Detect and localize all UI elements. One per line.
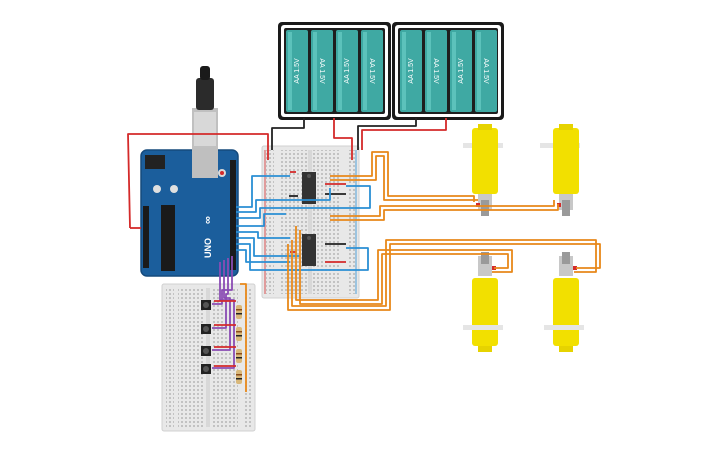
wire-black-battery-2 xyxy=(357,118,417,150)
battery-cell-label: AA 1.5V xyxy=(294,58,301,84)
wire-orange-motor-2b xyxy=(330,204,559,221)
wire-blue-2 xyxy=(236,188,331,213)
h-bridge-chip-1 xyxy=(302,172,316,204)
wire-blue-6 xyxy=(236,237,300,257)
battery-cell-highlight xyxy=(452,32,456,110)
wire-red-battery-1 xyxy=(333,118,353,160)
resistor-4 xyxy=(236,370,242,384)
battery-cell-highlight xyxy=(338,32,342,110)
dc-motor-3 xyxy=(463,252,503,352)
wire-blue-4 xyxy=(236,213,286,227)
battery-cell-highlight xyxy=(288,32,292,110)
wire-purple-4 xyxy=(212,262,235,369)
battery-pack-1: AA 1.5V AA 1.5V AA 1.5V AA 1.5V xyxy=(278,22,391,120)
wire-blue-5 xyxy=(236,231,290,239)
wire-orange-motor-1b xyxy=(330,155,478,201)
pushbutton-3 xyxy=(201,346,211,356)
resistor-3 xyxy=(236,349,242,363)
wires xyxy=(127,118,601,392)
arduino-logo: ∞ xyxy=(202,216,214,224)
battery-cell-highlight xyxy=(402,32,406,110)
battery-cell-label: AA 1.5V xyxy=(432,58,439,84)
wire-orange-motor-3b xyxy=(299,230,509,305)
battery-cell-highlight xyxy=(363,32,367,110)
wire-orange-motor-3a xyxy=(295,226,513,301)
wire-orange-motor-4a xyxy=(291,239,597,307)
wire-blue-1 xyxy=(236,175,290,208)
h-bridge-chip-2 xyxy=(302,234,316,266)
wire-orange-motor-1a xyxy=(330,151,475,202)
battery-cell-highlight xyxy=(427,32,431,110)
wire-red-battery-2 xyxy=(361,118,447,150)
wire-blue-8 xyxy=(236,249,290,263)
dc-motor-4 xyxy=(544,252,584,352)
wire-blue-3 xyxy=(236,185,371,219)
dc-motor-1 xyxy=(463,124,503,216)
wire-orange-motor-2a xyxy=(330,200,555,217)
battery-cell-label: AA 1.5V xyxy=(318,58,325,84)
wire-purple-2 xyxy=(212,258,229,329)
arduino-model-label: UNO xyxy=(203,238,213,258)
resistor-1 xyxy=(236,305,242,319)
wire-black-battery-1 xyxy=(271,118,305,150)
battery-cell-label: AA 1.5V xyxy=(344,58,351,84)
arduino-uno: ∞ UNO xyxy=(140,66,239,277)
wire-purple-3 xyxy=(212,260,231,351)
battery-cell-label: AA 1.5V xyxy=(408,58,415,84)
battery-cell-label: AA 1.5V xyxy=(458,58,465,84)
pushbutton-2 xyxy=(201,324,211,334)
motor-breadboard xyxy=(261,145,360,299)
battery-cell-label: AA 1.5V xyxy=(482,58,489,84)
battery-cell-highlight xyxy=(477,32,481,110)
wire-orange-resistors xyxy=(240,283,247,392)
wire-orange-motor-4b xyxy=(287,243,601,311)
battery-cell-highlight xyxy=(313,32,317,110)
battery-cell-label: AA 1.5V xyxy=(368,58,375,84)
pushbutton-4 xyxy=(201,364,211,374)
wire-purple-1 xyxy=(212,256,233,305)
battery-pack-2: AA 1.5V AA 1.5V AA 1.5V AA 1.5V xyxy=(392,22,504,120)
wire-blue-7 xyxy=(236,243,369,271)
dc-motor-2 xyxy=(540,124,580,216)
resistor-2 xyxy=(236,327,242,341)
wire-red-arduino-power xyxy=(127,133,269,229)
pushbutton-1 xyxy=(201,300,211,310)
